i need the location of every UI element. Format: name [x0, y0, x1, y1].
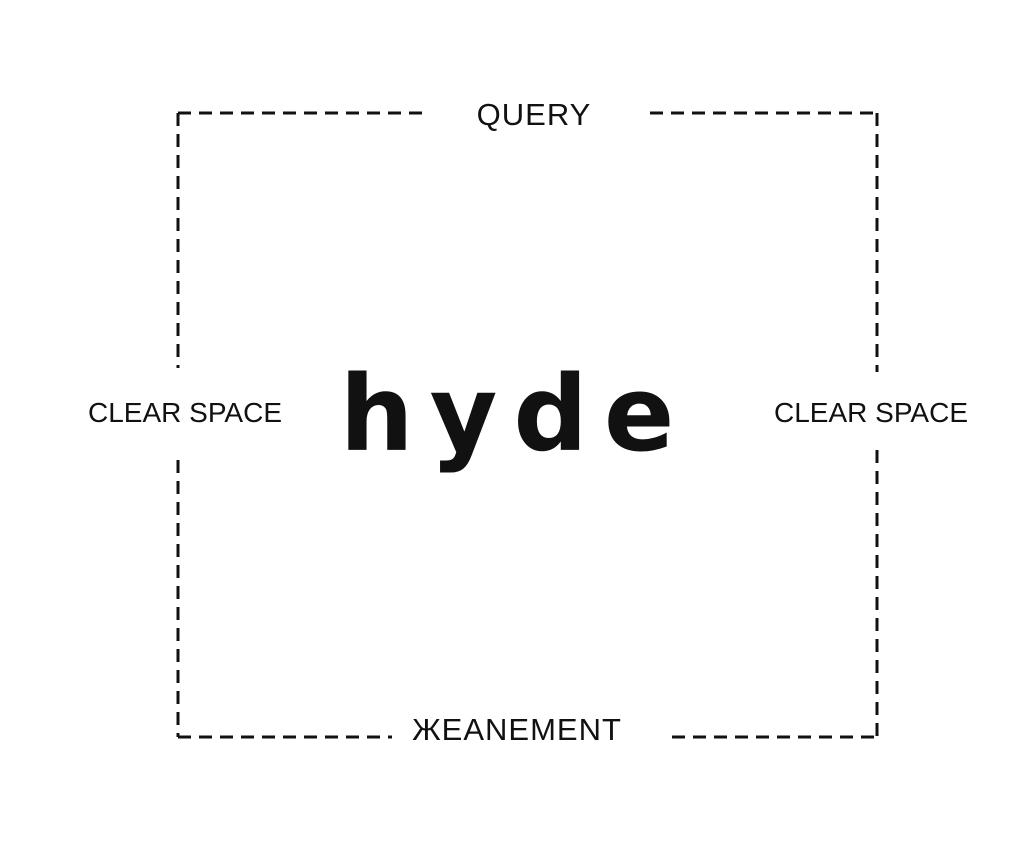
clear-space-left-label: CLEAR SPACE: [88, 397, 282, 428]
bottom-label: ЖEANEMENT: [412, 712, 622, 747]
hyde-wordmark: hyde: [339, 353, 691, 475]
clear-space-right-label: CLEAR SPACE: [774, 397, 968, 428]
query-label: QUERY: [476, 97, 592, 132]
